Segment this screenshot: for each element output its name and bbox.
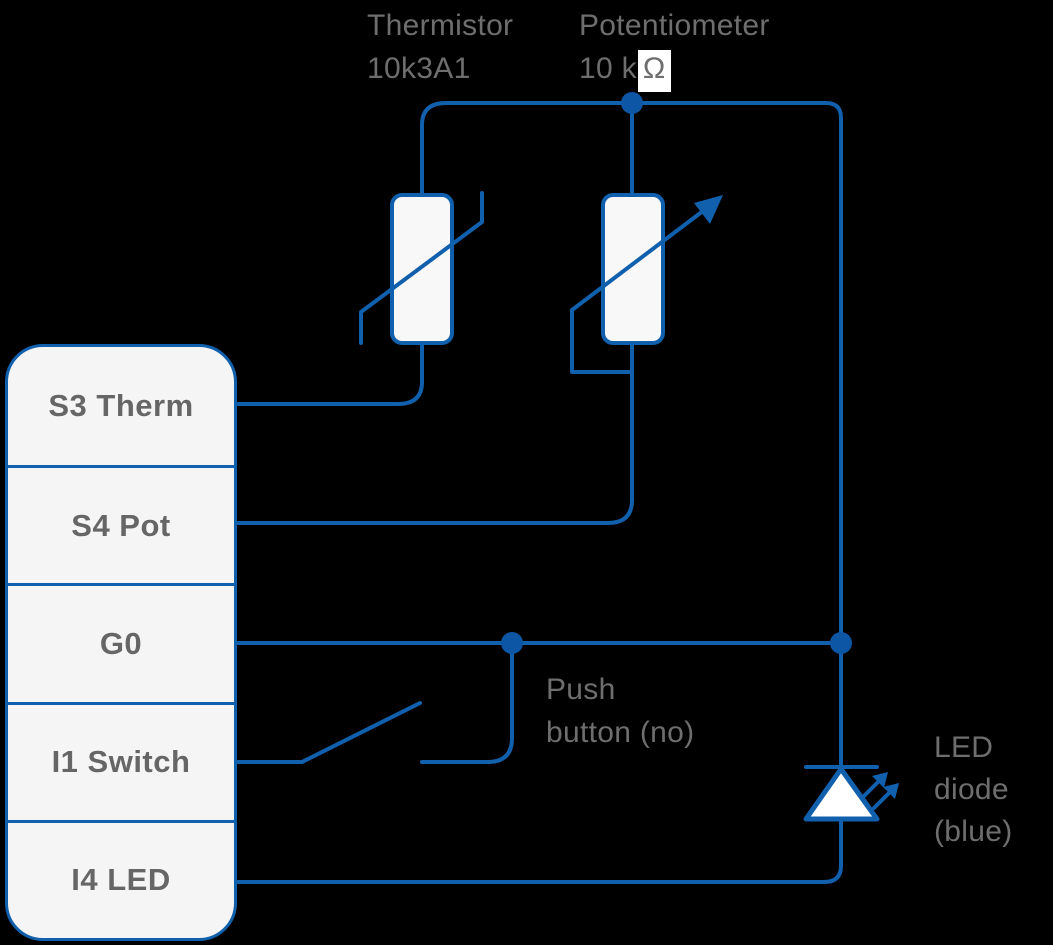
push-button-symbol [235,641,514,764]
terminal-label: S3 Therm [48,388,194,424]
push-button-line2: button (no) [546,716,695,749]
led-triangle [803,766,880,822]
omega-glyph: Ω [637,50,671,92]
terminal-label: S4 Pot [71,507,171,543]
thermistor-label: Thermistor 10k3A1 [367,4,513,90]
terminal-s3-therm: S3 Therm [8,347,234,465]
thermistor-diagonal [359,191,484,345]
potentiometer-body [601,193,665,345]
led-line2: diode [934,773,1009,806]
s3-therm-wire [235,341,424,406]
thermistor-symbol [359,191,484,345]
s4-pot-wire [235,341,634,525]
led-arrow-1 [861,779,881,799]
terminal-label: G0 [99,625,143,661]
potentiometer-symbol [570,193,723,374]
terminal-g0: G0 [8,583,234,701]
led-line3: (blue) [934,815,1013,848]
switch-contact-wire [420,641,514,764]
led-symbol [803,765,899,822]
thermistor-value: 10k3A1 [367,52,471,85]
led-arrow-2-head [883,783,899,799]
led-line1: LED [934,731,994,764]
potentiometer-name: Potentiometer [579,9,770,42]
led-label: LED diode (blue) [934,727,1013,853]
push-button-label: Push button (no) [546,668,694,754]
terminal-i4-led: I4 LED [8,819,234,938]
switch-lever [300,701,422,764]
potentiometer-arrow-head-icon [694,195,723,224]
led-arrow-1-head [872,772,888,788]
potentiometer-wiper-wire [570,308,634,374]
junction-dot-g0-led [830,632,852,654]
terminal-s4-pot: S4 Pot [8,465,234,583]
i4-led-wire [235,817,843,884]
controller-block: S3 Therm S4 Pot G0 I1 Switch I4 LED [5,344,237,941]
terminal-i1-switch: I1 Switch [8,701,234,820]
junction-dot-push-button [501,632,523,654]
led-emission-arrows-icon [861,772,899,810]
junction-dot-top-rail [621,92,643,114]
push-button-line1: Push [546,673,616,706]
potentiometer-arrow-shaft [570,209,705,312]
terminal-label: I4 LED [71,862,171,898]
led-arrow-2 [872,790,892,810]
terminal-label: I1 Switch [51,744,191,780]
thermistor-name: Thermistor [367,9,514,42]
